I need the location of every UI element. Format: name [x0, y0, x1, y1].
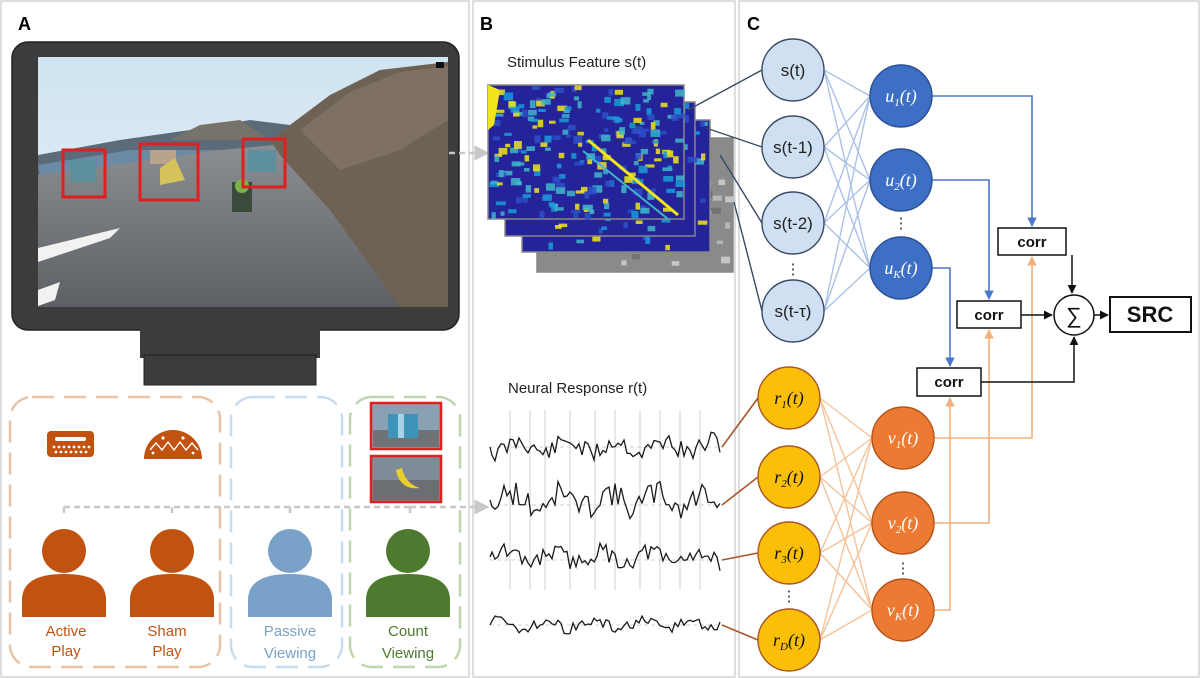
eeg-trace — [489, 541, 721, 571]
u-node-1 — [869, 148, 933, 212]
corr-box-1-label: corr — [1017, 234, 1046, 251]
eeg-cap-icon — [144, 430, 202, 459]
u-node-2-label: uK(t) — [884, 258, 917, 281]
ellipsis-1: ⋮ — [894, 215, 909, 232]
r-node-0-label: r1(t) — [774, 388, 804, 411]
s-node-0-label: s(t) — [781, 61, 806, 80]
conditions-connector — [62, 505, 412, 517]
corr-box-3: corr — [916, 367, 982, 397]
v-node-1 — [871, 491, 935, 555]
passive-viewing-label-line2: Viewing — [264, 645, 316, 662]
neural-response-title: Neural Response r(t) — [508, 380, 647, 397]
u-node-2 — [869, 236, 933, 300]
active-play-label-line2: Play — [51, 643, 81, 660]
src-output-label: SRC — [1127, 302, 1174, 327]
eeg-traces — [489, 410, 722, 645]
ellipsis-3: ⋮ — [896, 560, 911, 577]
corr3-to-sum-edge — [981, 336, 1079, 383]
eeg-trace — [489, 431, 721, 463]
r-node-0 — [757, 366, 821, 430]
panel-c-frame — [738, 0, 1200, 678]
panel-label-c: C — [747, 14, 760, 34]
v-node-0-label: v1(t) — [888, 428, 919, 451]
passive-group-box — [229, 395, 344, 669]
s-node-1 — [761, 115, 825, 179]
v-node-0 — [871, 406, 935, 470]
src-output-box: SRC — [1109, 296, 1192, 333]
passive-viewing-person-icon — [248, 529, 332, 617]
game-screenshot — [38, 57, 448, 307]
corr-box-1: corr — [997, 227, 1067, 256]
s-node-1-label: s(t-1) — [773, 138, 813, 157]
u-node-1-label: u2(t) — [885, 170, 917, 193]
sum-symbol: ∑ — [1066, 303, 1082, 328]
target-banana-thumbnail — [369, 454, 443, 504]
r-node-2-label: r3(t) — [774, 543, 804, 566]
r-node-3-label: rD(t) — [773, 630, 805, 653]
eeg-trace — [489, 479, 721, 521]
monitor — [11, 41, 460, 386]
s-node-2 — [761, 191, 825, 255]
passive-viewing-label-line1: Passive — [264, 623, 317, 640]
stimulus-heatmap-stack — [487, 84, 735, 273]
v-node-1-label: v2(t) — [888, 513, 919, 536]
s-node-3 — [761, 279, 825, 343]
sham-play-label-line2: Play — [152, 643, 182, 660]
count-viewing-person-icon — [366, 529, 450, 617]
panel-label-b: B — [480, 14, 493, 34]
s-node-0 — [761, 38, 825, 102]
sham-play-person-icon — [130, 529, 214, 617]
active-play-person-icon — [22, 529, 106, 617]
corr-box-3-label: corr — [934, 374, 963, 391]
r-node-3 — [757, 608, 821, 672]
corr-box-2: corr — [956, 300, 1022, 329]
u-node-0-label: u1(t) — [885, 86, 917, 109]
active-play-label-line1: Active — [46, 623, 87, 640]
sum-node: ∑ — [1053, 294, 1095, 336]
s-node-2-label: s(t-2) — [773, 214, 813, 233]
v-node-2 — [871, 578, 935, 642]
play-group-box — [8, 395, 222, 669]
panel-b-frame — [472, 0, 736, 678]
r-node-2 — [757, 521, 821, 585]
sham-play-label-line1: Sham — [147, 623, 186, 640]
eeg-trace — [489, 614, 721, 635]
target-gift-thumbnail — [369, 401, 443, 451]
ellipsis-2: ⋮ — [782, 588, 797, 605]
count-group-box — [348, 395, 462, 669]
count-viewing-label-line1: Count — [388, 623, 429, 640]
stimulus-feature-title: Stimulus Feature s(t) — [507, 54, 646, 71]
count-viewing-label-line2: Viewing — [382, 645, 434, 662]
s-node-3-label: s(t-τ) — [775, 302, 812, 321]
panel-label-a: A — [18, 14, 31, 34]
r-node-1-label: r2(t) — [774, 467, 804, 490]
panel-a-frame — [0, 0, 470, 678]
v-node-2-label: vK(t) — [887, 600, 919, 623]
keyboard-icon — [47, 431, 94, 457]
corr-box-2-label: corr — [974, 307, 1003, 324]
ellipsis-0: ⋮ — [786, 261, 801, 278]
r-node-1 — [757, 445, 821, 509]
u-node-0 — [869, 64, 933, 128]
